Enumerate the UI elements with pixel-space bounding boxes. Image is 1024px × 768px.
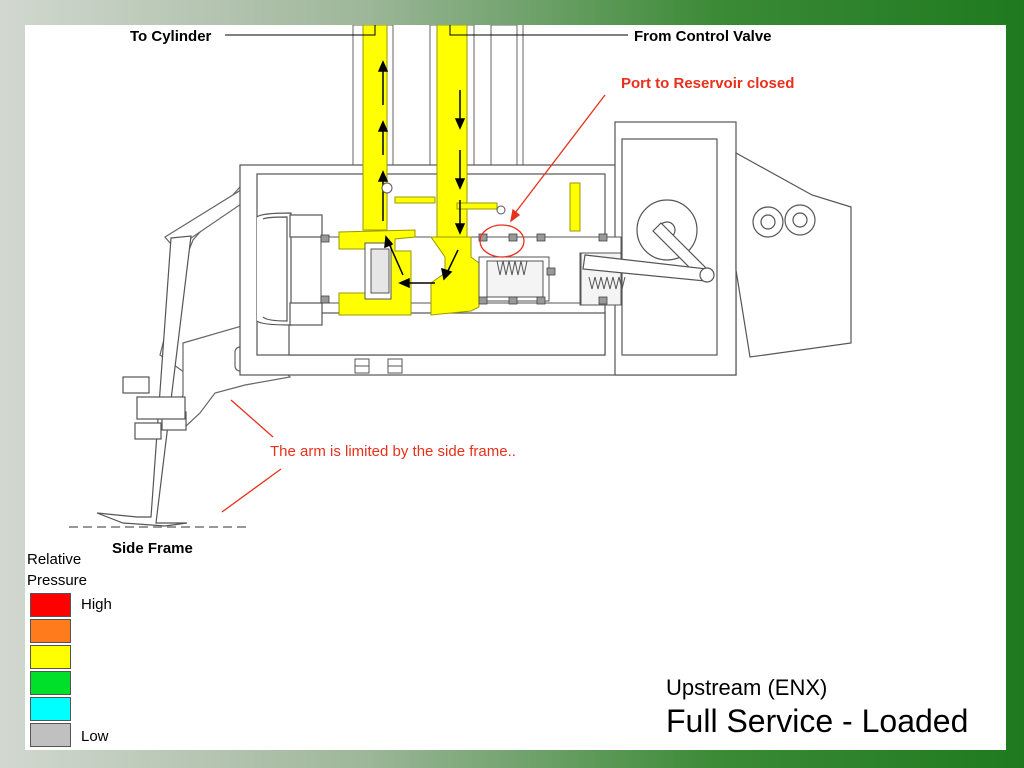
springs — [496, 260, 626, 290]
label-leaders — [225, 25, 628, 36]
legend-title-line1: Relative — [27, 551, 82, 568]
slide-title: Full Service - Loaded — [666, 703, 969, 739]
legend-high-label: High — [81, 596, 112, 613]
legend-low-label: Low — [81, 728, 109, 745]
legend-swatch-red — [30, 593, 71, 617]
crank-mechanism — [582, 199, 715, 283]
legend-swatch-green — [30, 671, 71, 695]
label-to-cylinder: To Cylinder — [130, 28, 212, 45]
valve-diagram — [69, 25, 852, 528]
flow-arrows — [377, 60, 466, 289]
legend-swatch-cyan — [30, 697, 71, 721]
legend-swatch-grey — [30, 723, 71, 747]
bottom-fittings — [354, 358, 403, 374]
passage-ports — [381, 182, 506, 215]
side-plate — [735, 151, 852, 358]
label-arm-limited: The arm is limited by the side frame.. — [270, 443, 516, 460]
lever-blade — [96, 235, 192, 527]
annotation-leaders — [221, 94, 606, 513]
legend-title-line2: Pressure — [27, 572, 88, 589]
label-side-frame: Side Frame — [112, 540, 193, 557]
slide: To Cylinder From Control Valve Port to R… — [25, 25, 1006, 750]
legend-swatch-orange — [30, 619, 71, 643]
seals — [320, 233, 608, 305]
label-from-control-valve: From Control Valve — [634, 28, 772, 45]
label-port-to-reservoir: Port to Reservoir closed — [621, 75, 795, 92]
slide-subtitle: Upstream (ENX) — [666, 675, 828, 700]
legend-swatch-yellow — [30, 645, 71, 669]
legend-title: Relative Pressure — [27, 549, 87, 591]
